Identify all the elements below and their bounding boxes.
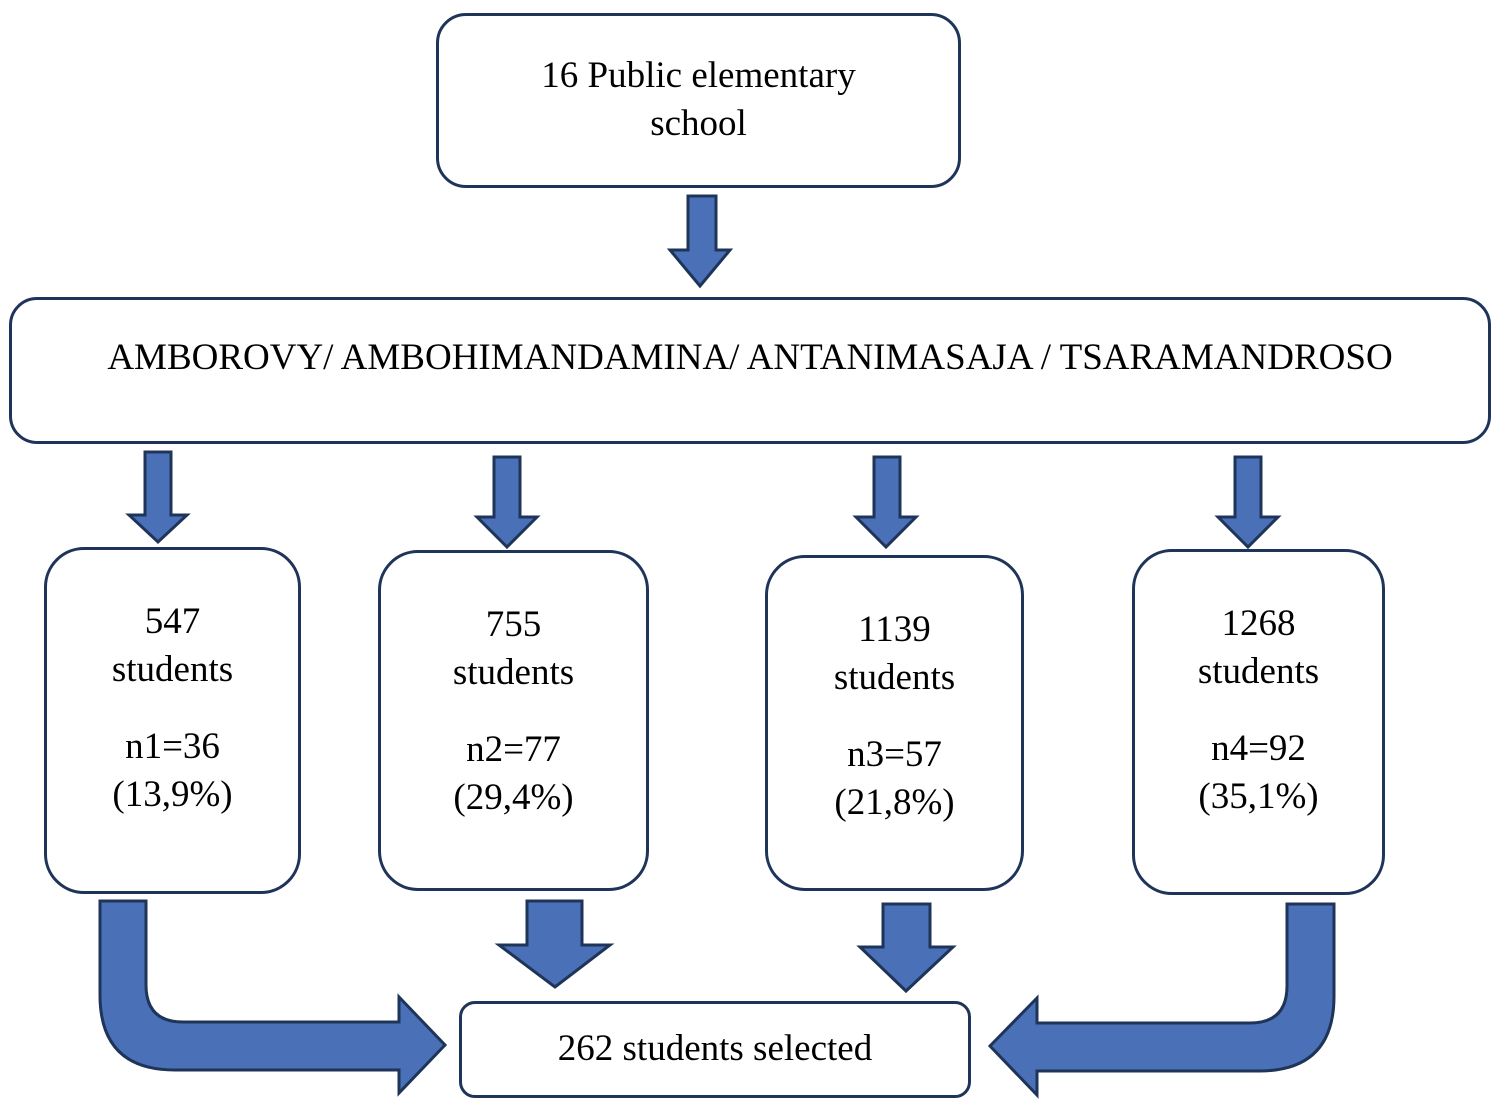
school-unit: students [111,649,234,690]
selected-students-box: 262 students selected [459,1001,971,1098]
school-unit: students [1197,651,1320,692]
school-population: 1268 [1221,603,1296,644]
school-population: 755 [485,604,542,645]
down-arrow-icon [852,455,920,550]
school-unit: students [452,652,575,693]
school-percent: (21,8%) [834,782,955,823]
school-box-4: 1268 students n4=92 (35,1%) [1132,549,1385,895]
school-population: 547 [144,601,201,642]
districts-label: AMBOROVY/ AMBOHIMANDAMINA/ ANTANIMASAJA … [107,337,1393,378]
down-arrow-icon [856,902,957,994]
down-arrow-icon [1214,455,1282,550]
school-sample: n4=92 [1211,728,1306,769]
schools-total-line1: 16 Public elementary [541,55,856,96]
school-percent: (29,4%) [453,777,574,818]
down-arrow-icon [125,450,191,545]
curved-arrow-left-icon [987,902,1336,1099]
school-box-3: 1139 students n3=57 (21,8%) [765,555,1024,891]
districts-box: AMBOROVY/ AMBOHIMANDAMINA/ ANTANIMASAJA … [9,297,1491,444]
school-box-1: 547 students n1=36 (13,9%) [44,547,301,894]
school-sample: n1=36 [125,726,220,767]
school-percent: (13,9%) [112,774,233,815]
school-box-2: 755 students n2=77 (29,4%) [378,550,649,891]
down-arrow-icon [666,194,734,289]
school-unit: students [833,657,956,698]
school-population: 1139 [858,609,931,650]
down-arrow-icon [494,899,615,989]
school-percent: (35,1%) [1198,776,1319,817]
school-sample: n3=57 [847,734,942,775]
selected-students-label: 262 students selected [557,1028,873,1069]
schools-total-line2: school [650,103,747,144]
down-arrow-icon [473,455,541,550]
curved-arrow-right-icon [98,899,448,1097]
school-sample: n2=77 [466,729,561,770]
schools-total-box: 16 Public elementary school [436,13,961,188]
